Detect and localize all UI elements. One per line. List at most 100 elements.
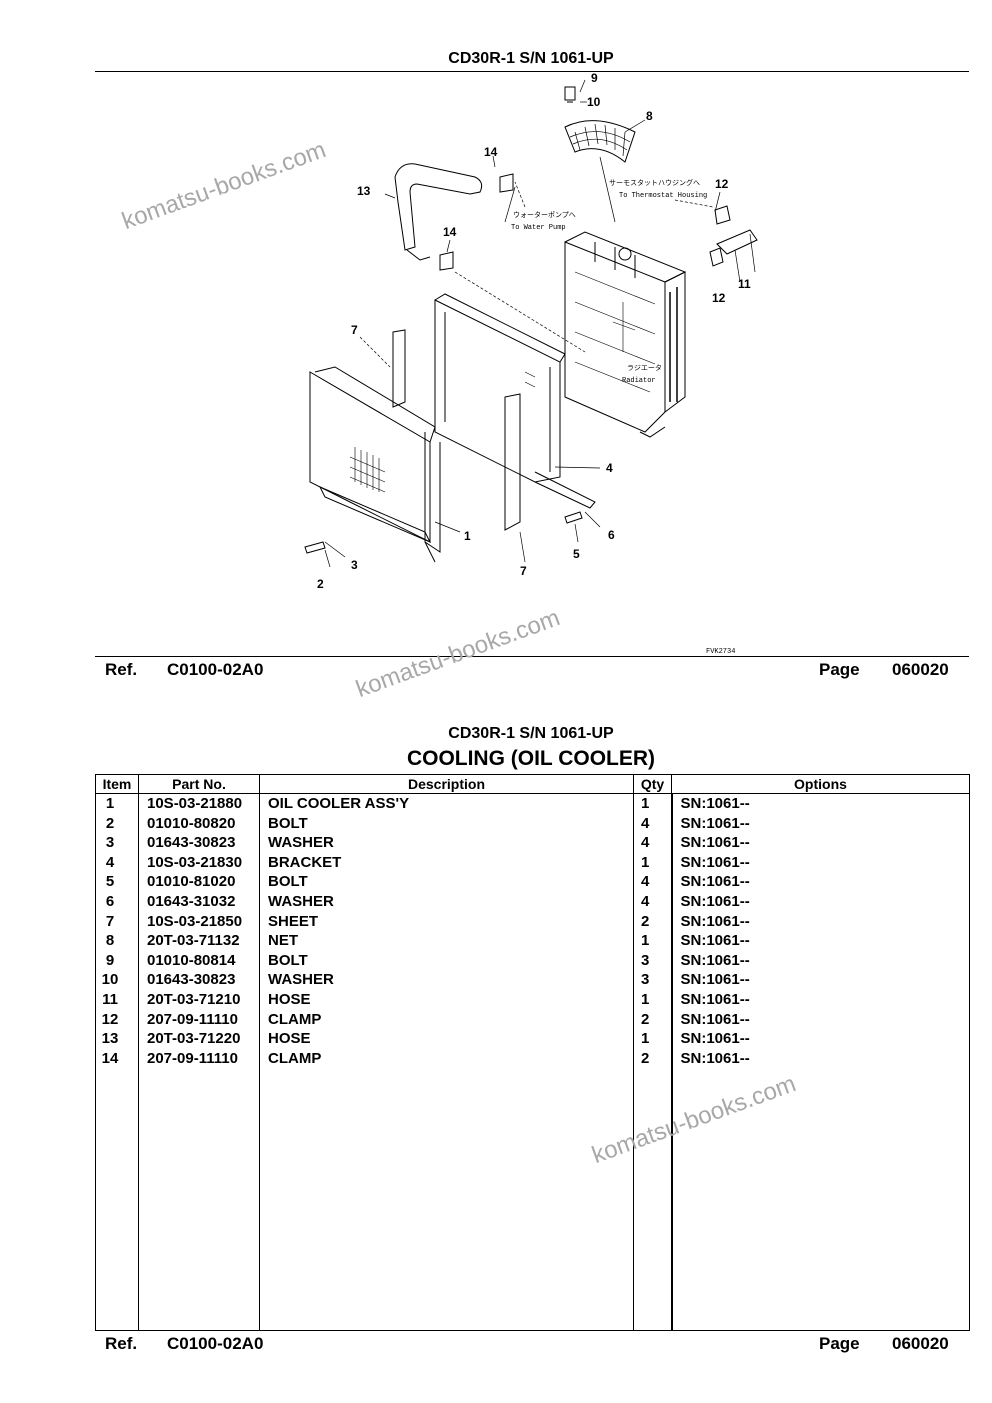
cell-description: BRACKET — [259, 852, 634, 873]
cell-qty: 4 — [633, 813, 673, 834]
cell-part-no: 01010-81020 — [138, 872, 260, 892]
cell-options: SN:1061-- — [671, 931, 970, 951]
cell-part-no: 01643-30823 — [138, 833, 260, 853]
header-qty: Qty — [633, 774, 672, 794]
cell-item: 8 — [95, 931, 139, 951]
table-filler-row — [95, 1068, 970, 1332]
hose-13-drawing — [394, 163, 483, 261]
radiator-jp: ラジエータ — [627, 363, 662, 373]
filler-cell — [138, 1068, 260, 1332]
cell-part-no: 01010-80814 — [138, 950, 260, 971]
page1-header-rule — [95, 71, 969, 72]
cell-part-no: 01643-30823 — [138, 970, 260, 990]
cell-options: SN:1061-- — [671, 911, 970, 932]
core-frame-drawing — [309, 366, 436, 543]
cell-item: 2 — [95, 813, 139, 834]
net-drawing — [564, 120, 636, 163]
page1-model-title: CD30R-1 S/N 1061-UP — [448, 50, 614, 67]
diagram-annotations: ウォーターポンプへ To Water Pump サーモスタットハウジングへ To… — [511, 178, 735, 656]
callout-10: 10 — [587, 95, 601, 109]
cell-item: 14 — [95, 1048, 139, 1069]
cell-qty: 2 — [633, 911, 673, 932]
cell-description: HOSE — [259, 1029, 634, 1049]
cell-qty: 2 — [633, 1048, 673, 1069]
cell-part-no: 20T-03-71220 — [138, 1029, 260, 1049]
cell-item: 11 — [95, 989, 139, 1010]
to-water-pump-label: To Water Pump — [511, 224, 566, 232]
cell-qty: 2 — [633, 1009, 673, 1030]
cell-qty: 1 — [633, 989, 673, 1010]
callout-7-bottom: 7 — [520, 564, 527, 578]
page2-model-title: CD30R-1 S/N 1061-UP — [448, 725, 614, 742]
cell-part-no: 20T-03-71132 — [138, 931, 260, 951]
filler-cell — [633, 1068, 673, 1332]
callout-14-bottom: 14 — [443, 225, 457, 239]
page2-page-value: 060020 — [892, 1334, 949, 1353]
table-header-row: Item Part No. Description Qty Options — [95, 774, 970, 794]
callout-3: 3 — [351, 558, 358, 572]
to-water-pump-jp: ウォーターポンプへ — [513, 210, 576, 220]
drawing-code: FVK2734 — [706, 648, 735, 656]
cell-item: 13 — [95, 1029, 139, 1049]
callout-numbers: 1 2 3 4 5 6 7 7 8 9 10 11 12 12 13 14 14 — [317, 72, 751, 591]
cell-description: BOLT — [259, 813, 634, 834]
filler-cell — [259, 1068, 634, 1332]
filler-cell — [671, 1068, 970, 1332]
cell-description: CLAMP — [259, 1048, 634, 1069]
cell-qty: 1 — [633, 1029, 673, 1049]
callout-6: 6 — [608, 528, 615, 542]
exploded-parts-diagram: 1 2 3 4 5 6 7 7 8 9 10 11 12 12 13 14 14… — [304, 72, 758, 656]
cell-options: SN:1061-- — [671, 891, 970, 912]
radiator-drawing — [564, 231, 687, 438]
page1-ref-value: C0100-02A0 — [167, 660, 264, 679]
cell-options: SN:1061-- — [671, 833, 970, 853]
header-part-no: Part No. — [138, 774, 260, 794]
cell-qty: 1 — [633, 931, 673, 951]
cell-qty: 3 — [633, 970, 673, 990]
cell-options: SN:1061-- — [671, 813, 970, 834]
cell-options: SN:1061-- — [671, 970, 970, 990]
cell-item: 7 — [95, 911, 139, 932]
cell-options: SN:1061-- — [671, 989, 970, 1010]
cell-qty: 3 — [633, 950, 673, 971]
page1-page-label: Page — [819, 660, 860, 679]
cell-item: 3 — [95, 833, 139, 853]
cell-part-no: 01643-31032 — [138, 891, 260, 912]
cell-qty: 1 — [633, 852, 673, 873]
cell-item: 12 — [95, 1009, 139, 1030]
header-item: Item — [95, 774, 139, 794]
cell-qty: 4 — [633, 833, 673, 853]
callout-9: 9 — [591, 72, 598, 85]
sheet-drawing — [392, 329, 521, 531]
cell-item: 1 — [95, 793, 139, 814]
cell-part-no: 01010-80820 — [138, 813, 260, 834]
to-thermostat-jp: サーモスタットハウジングへ — [609, 178, 700, 188]
callout-8: 8 — [646, 109, 653, 123]
cell-item: 5 — [95, 872, 139, 892]
callout-14-top: 14 — [484, 145, 498, 159]
bolts-drawing — [304, 86, 583, 554]
bracket-drawing — [318, 471, 596, 543]
cell-part-no: 10S-03-21880 — [138, 793, 260, 814]
cell-item: 4 — [95, 852, 139, 873]
callout-13: 13 — [357, 184, 371, 198]
cell-part-no: 207-09-11110 — [138, 1009, 260, 1030]
oil-cooler-drawing — [424, 293, 566, 563]
cell-qty: 4 — [633, 891, 673, 912]
cell-part-no: 207-09-11110 — [138, 1048, 260, 1069]
filler-cell — [95, 1068, 139, 1332]
cell-description: BOLT — [259, 950, 634, 971]
cell-description: WASHER — [259, 891, 634, 912]
cell-options: SN:1061-- — [671, 1048, 970, 1069]
callout-5: 5 — [573, 547, 580, 561]
